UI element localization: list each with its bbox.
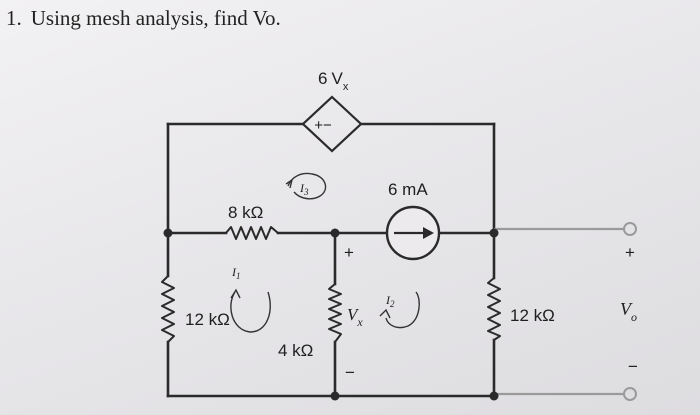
vx-label: Vx	[347, 305, 363, 329]
mesh-current-i2: I2	[379, 291, 420, 329]
clockwise-arrow-icon	[287, 172, 327, 200]
diamond-source-icon	[301, 95, 363, 153]
i1-label: I1	[231, 265, 241, 281]
node-center-bottom	[330, 391, 340, 401]
vx-plus: +	[344, 243, 354, 262]
mesh-current-i3: I3	[285, 172, 327, 200]
resistor-zigzag-icon	[161, 275, 175, 343]
vo-label-group: + Vo −	[620, 243, 638, 376]
resistor-right-label: 12 kΩ	[510, 306, 555, 325]
arrowhead-icon	[285, 178, 294, 189]
resistor-middle-label: 4 kΩ	[278, 341, 313, 360]
resistor-zigzag-icon	[225, 226, 279, 240]
arrowhead-icon	[379, 308, 391, 319]
junction-nodes	[163, 228, 499, 401]
i3-label: I3	[299, 181, 309, 197]
vx-minus: −	[345, 363, 355, 382]
clockwise-arrow-icon	[385, 291, 420, 329]
resistor-zigzag-icon	[487, 277, 501, 341]
resistor-middle: 4 kΩ	[278, 283, 342, 360]
i2-label: I2	[385, 293, 395, 309]
vx-label-group: + Vx −	[344, 243, 363, 382]
output-terminal-bottom	[623, 387, 637, 401]
circuit-wires	[166, 122, 624, 398]
problem-statement: 1. Using mesh analysis, find Vo.	[6, 6, 281, 31]
current-source: 6 mA	[385, 180, 441, 261]
current-source-value: 6 mA	[388, 180, 428, 199]
problem-text: Using mesh analysis, find Vo.	[30, 6, 281, 30]
resistor-zigzag-icon	[328, 283, 342, 343]
clockwise-arrow-icon	[230, 291, 271, 333]
node-left-mid	[163, 228, 173, 238]
resistor-top: 8 kΩ	[225, 203, 279, 240]
node-right-mid	[489, 228, 499, 238]
problem-number: 1.	[6, 6, 22, 30]
vo-minus: −	[628, 357, 638, 376]
vo-label: Vo	[620, 299, 637, 324]
source-polarity: +−	[314, 117, 332, 134]
mesh-current-i1: I1	[230, 265, 271, 333]
node-right-bottom	[489, 391, 499, 401]
resistor-left: 12 kΩ	[161, 275, 230, 343]
arrow-right-icon	[423, 227, 434, 239]
vo-plus: +	[625, 243, 635, 262]
node-center-mid	[330, 228, 340, 238]
resistor-top-label: 8 kΩ	[228, 203, 263, 222]
resistor-left-label: 12 kΩ	[185, 310, 230, 329]
output-terminal-top	[623, 222, 637, 236]
arrowhead-icon	[230, 288, 241, 299]
resistor-right: 12 kΩ	[487, 277, 555, 341]
